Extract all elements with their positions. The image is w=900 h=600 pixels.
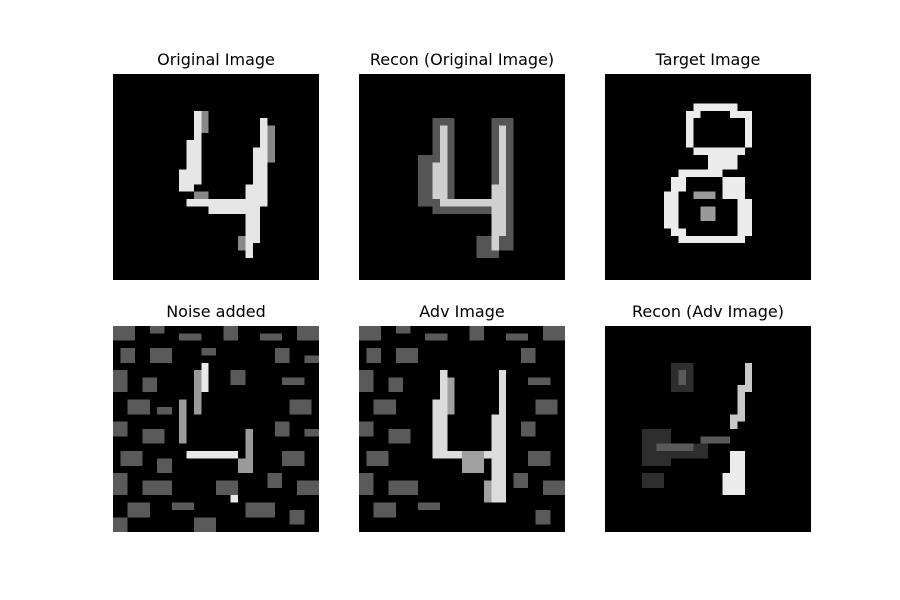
digit-image: [359, 74, 565, 280]
digit-image: [605, 326, 811, 532]
panel-title: Recon (Adv Image): [631, 302, 785, 321]
digit-image: [605, 74, 811, 280]
panel-title: Adv Image: [419, 302, 505, 321]
panel-title: Recon (Original Image): [369, 50, 555, 69]
noise-image: [113, 326, 319, 532]
panel-title: Original Image: [157, 50, 275, 69]
panel-title: Noise added: [166, 302, 266, 321]
digit-image: [113, 74, 319, 280]
panel-title: Target Image: [655, 50, 761, 69]
digit-image: [359, 326, 565, 532]
